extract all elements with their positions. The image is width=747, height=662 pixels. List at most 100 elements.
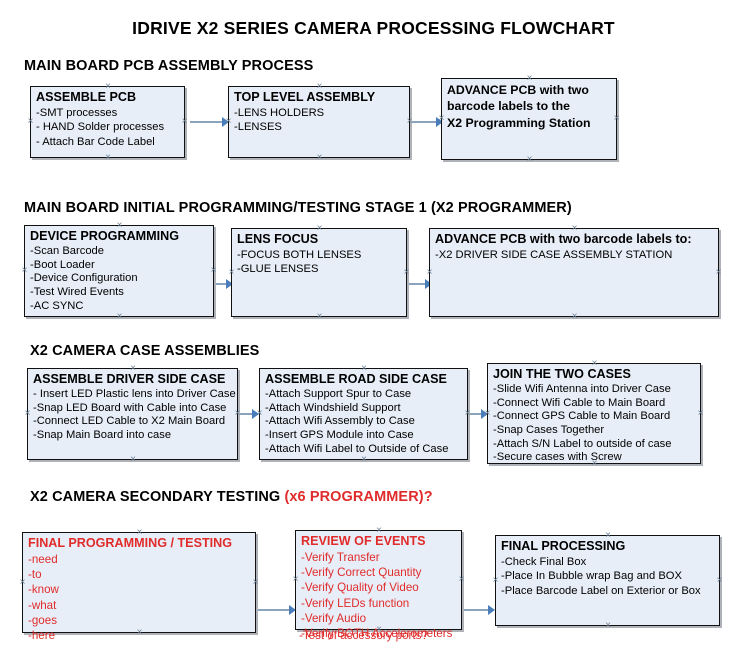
flow-box-join-the-two-cases[interactable]: JOIN THE TWO CASES -Slide Wifi Antenna i… <box>487 363 701 464</box>
resize-handle-bottom[interactable] <box>525 155 534 164</box>
flow-box-final-processing[interactable]: FINAL PROCESSING -Check Final Box -Place… <box>495 535 720 626</box>
flow-box-line: -Verify LEDs function <box>301 596 410 610</box>
resize-handle-bottom[interactable] <box>104 153 113 162</box>
resize-handle-left[interactable] <box>23 409 32 418</box>
resize-handle-right[interactable] <box>209 266 218 275</box>
resize-handle-left[interactable] <box>483 409 492 418</box>
flow-box-line: -Device Configuration <box>30 272 138 285</box>
flow-box-title: FINAL PROGRAMMING / TESTING <box>28 536 233 550</box>
flow-box-top-level-assembly[interactable]: TOP LEVEL ASSEMBLY -LENS HOLDERS -LENSES <box>228 86 410 158</box>
connector-arrow <box>289 605 296 615</box>
flow-box-title: FINAL PROCESSING <box>501 539 626 553</box>
flow-box-line: -SMT processes <box>36 107 118 120</box>
resize-handle-left[interactable] <box>491 576 500 585</box>
flow-box-line: -Connect LED Cable to X2 Main Board <box>33 415 226 428</box>
flow-box-title: ASSEMBLE PCB <box>36 90 137 104</box>
flow-box-line: -Verify Audio <box>301 611 367 625</box>
resize-handle-top[interactable] <box>604 531 613 540</box>
section-heading-x2-camera-case-assemblies: X2 CAMERA CASE ASSEMBLIES <box>30 343 260 359</box>
resize-handle-right[interactable] <box>714 268 723 277</box>
resize-handle-top[interactable] <box>315 224 324 233</box>
flow-box-line: -here <box>28 628 56 642</box>
flow-box-review-of-events[interactable]: REVIEW OF EVENTS -Verify Transfer -Verif… <box>295 530 462 640</box>
flow-box-lens-focus[interactable]: LENS FOCUS -FOCUS BOTH LENSES -GLUE LENS… <box>231 228 407 317</box>
resize-handle-right[interactable] <box>696 409 705 418</box>
flow-box-assemble-pcb[interactable]: ASSEMBLE PCB -SMT processes - HAND Solde… <box>30 86 185 158</box>
flow-box-line: -Snap LED Board with Cable into Case <box>33 401 227 414</box>
flow-box-line: -need <box>28 553 58 567</box>
flow-box-line: X2 Programming Station <box>447 115 591 130</box>
flow-box-line: -know <box>28 583 59 597</box>
flow-box-device-programming[interactable]: DEVICE PROGRAMMING -Scan Barcode -Boot L… <box>24 225 214 317</box>
resize-handle-bottom[interactable] <box>115 312 124 321</box>
connector-arrow <box>425 279 432 289</box>
resize-handle-left[interactable] <box>20 266 29 275</box>
flow-box-line: -GLUE LENSES <box>237 263 319 276</box>
resize-handle-top[interactable] <box>525 74 534 83</box>
resize-handle-top[interactable] <box>104 82 113 91</box>
flow-box-line: -Attach S/N Label to outside of case <box>493 437 672 450</box>
resize-handle-bottom[interactable] <box>135 628 144 637</box>
flow-box-line: -Verify Correct Quantity <box>301 566 422 580</box>
flow-box-line: -Snap Main Board into case <box>33 429 172 441</box>
flow-box-advance-pcb-to-driver-side-case[interactable]: ADVANCE PCB with two barcode labels to: … <box>429 228 719 317</box>
flow-box-assemble-road-side-case[interactable]: ASSEMBLE ROAD SIDE CASE -Attach Support … <box>259 368 468 460</box>
resize-handle-left[interactable] <box>227 268 236 277</box>
resize-handle-bottom[interactable] <box>315 153 324 162</box>
resize-handle-left[interactable] <box>224 117 233 126</box>
resize-handle-bottom[interactable] <box>604 621 613 630</box>
flow-box-title: ASSEMBLE DRIVER SIDE CASE <box>33 372 226 386</box>
flow-box-title: ADVANCE PCB with two barcode labels to: <box>435 232 692 246</box>
resize-handle-top[interactable] <box>570 224 579 233</box>
flow-box-title: DEVICE PROGRAMMING <box>30 229 180 243</box>
resize-handle-left[interactable] <box>26 117 35 126</box>
flow-box-line: -Insert GPS Module into Case <box>265 429 414 441</box>
resize-handle-bottom[interactable] <box>129 455 138 464</box>
resize-handle-top[interactable] <box>135 528 144 537</box>
flow-box-line: -Verify Quality of Video <box>301 581 419 595</box>
resize-handle-right[interactable] <box>715 576 724 585</box>
flow-box-line: -Snap Cases Together <box>493 424 605 436</box>
connector-line <box>464 609 493 611</box>
connector-line <box>470 413 486 415</box>
resize-handle-right[interactable] <box>457 575 466 584</box>
resize-handle-right[interactable] <box>402 268 411 277</box>
flow-box-assemble-driver-side-case[interactable]: ASSEMBLE DRIVER SIDE CASE - Insert LED P… <box>27 368 238 460</box>
flow-box-line: -Attach Wifi Assembly to Case <box>265 415 415 428</box>
flow-box-final-programming-testing[interactable]: FINAL PROGRAMMING / TESTING -need -to -k… <box>22 532 256 642</box>
flow-box-line: -goes <box>28 613 58 627</box>
resize-handle-left[interactable] <box>291 575 300 584</box>
resize-handle-bottom[interactable] <box>570 312 579 321</box>
flow-box-title: JOIN THE TWO CASES <box>493 367 631 381</box>
section-heading-main-board-pcb-assembly: MAIN BOARD PCB ASSEMBLY PROCESS <box>24 58 314 74</box>
resize-handle-top[interactable] <box>129 364 138 373</box>
connector-arrow <box>226 279 233 289</box>
resize-handle-left[interactable] <box>425 268 434 277</box>
flow-box-overflow-line: -Test of accessory ports? <box>299 629 428 642</box>
resize-handle-top[interactable] <box>115 221 124 230</box>
flow-box-line: -Connect Wifi Cable to Main Board <box>493 396 666 409</box>
resize-handle-top[interactable] <box>360 364 369 373</box>
resize-handle-bottom[interactable] <box>360 455 369 464</box>
flow-box-advance-pcb-to-programming-station[interactable]: ADVANCE PCB with two barcode labels to t… <box>441 78 617 160</box>
resize-handle-left[interactable] <box>18 578 27 587</box>
resize-handle-bottom[interactable] <box>315 312 324 321</box>
resize-handle-top[interactable] <box>315 82 324 91</box>
resize-handle-right[interactable] <box>612 114 621 123</box>
resize-handle-bottom[interactable] <box>590 459 599 468</box>
resize-handle-left[interactable] <box>255 409 264 418</box>
section-heading-accent: (x6 PROGRAMMER)? <box>284 489 433 505</box>
flow-box-line: -Verify Transfer <box>301 551 380 565</box>
resize-handle-top[interactable] <box>375 526 384 535</box>
flow-box-line: -Attach Windshield Support <box>265 401 401 414</box>
resize-handle-top[interactable] <box>590 359 599 368</box>
flow-box-line: -to <box>28 568 42 582</box>
resize-handle-right[interactable] <box>251 578 260 587</box>
flow-box-line: -Boot Loader <box>30 258 95 271</box>
resize-handle-right[interactable] <box>180 117 189 126</box>
resize-handle-left[interactable] <box>437 114 446 123</box>
section-heading-x2-camera-secondary-testing: X2 CAMERA SECONDARY TESTING (x6 PROGRAMM… <box>30 489 433 505</box>
flow-box-line: -X2 DRIVER SIDE CASE ASSEMBLY STATION <box>435 249 673 262</box>
flow-box-line: - Attach Bar Code Label <box>36 135 155 148</box>
flow-box-line: barcode labels to the <box>447 99 570 114</box>
